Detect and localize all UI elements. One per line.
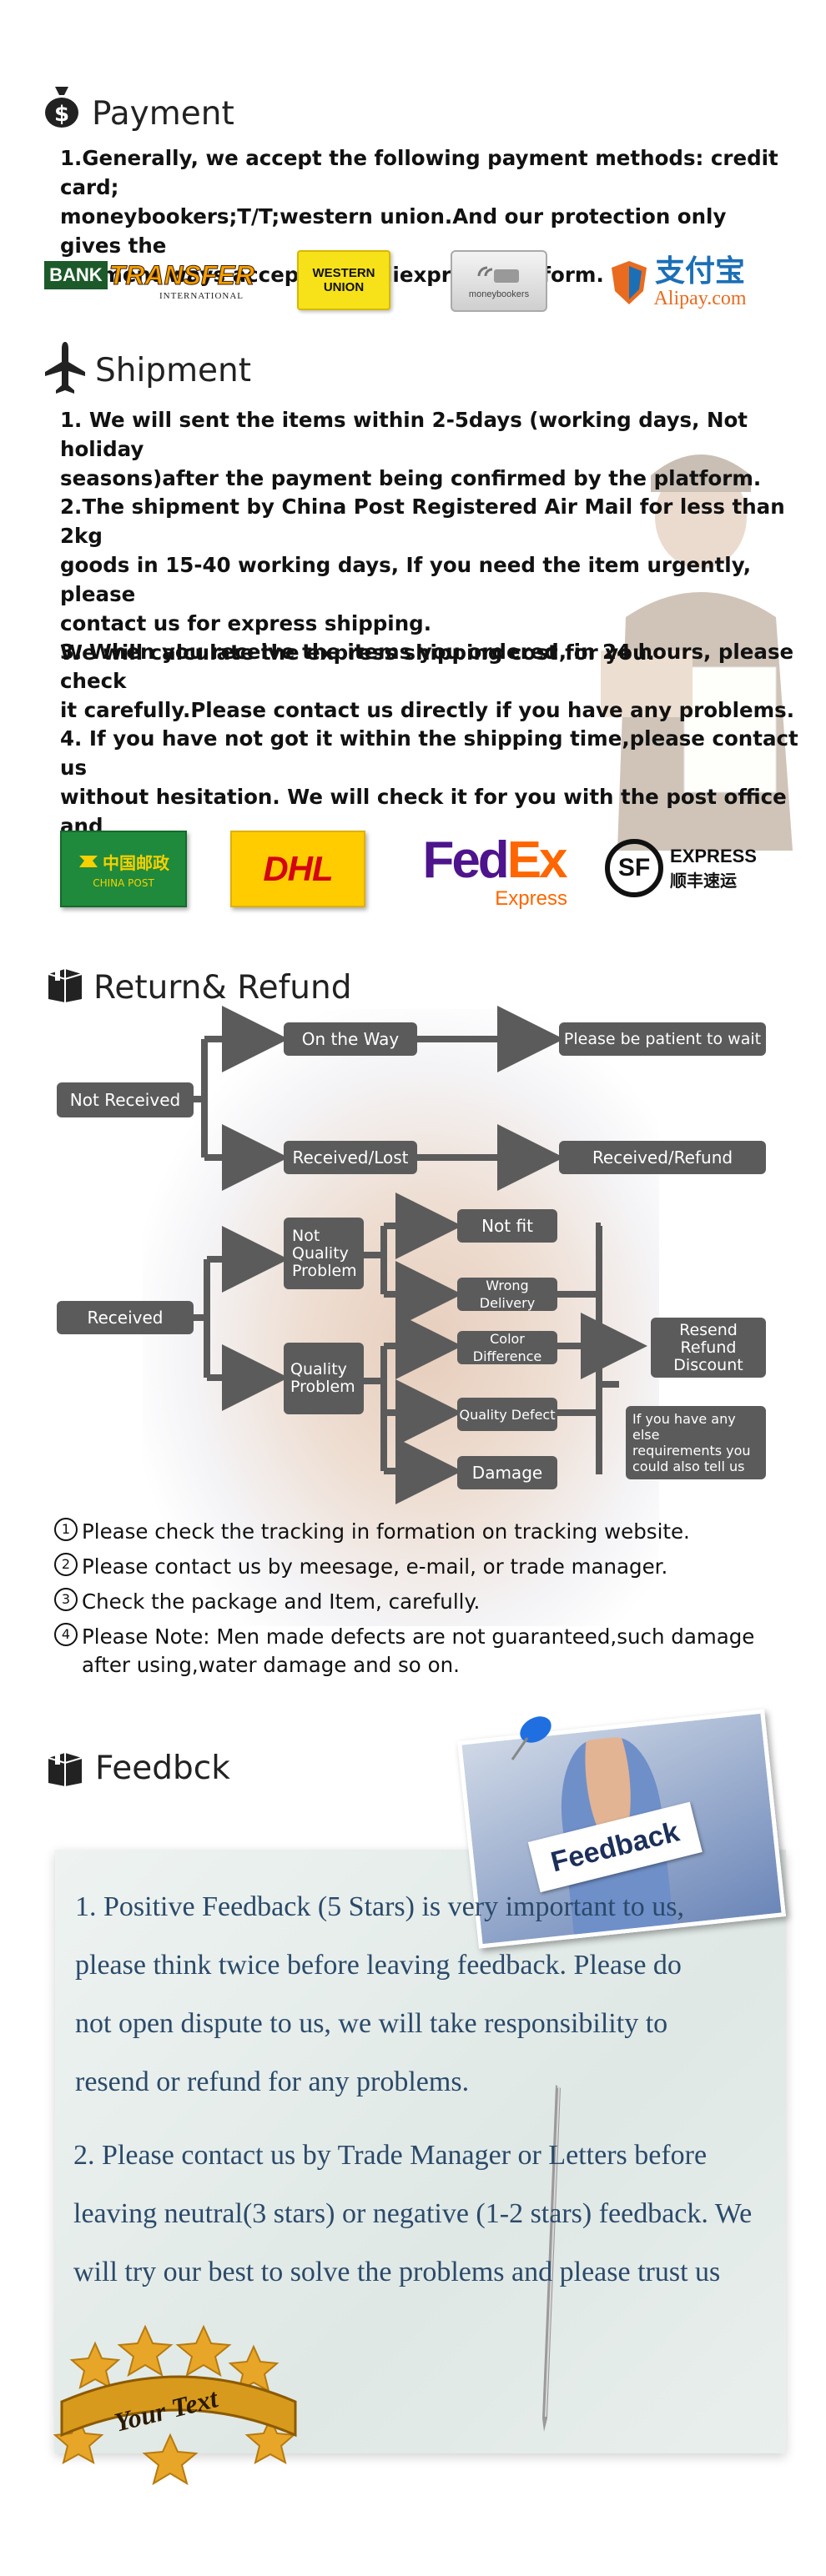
china-post-label-cn: 中国邮政 [103, 852, 169, 873]
airplane-icon [45, 342, 85, 394]
moneybookers-logo: moneybookers [451, 250, 547, 312]
refund-list-item-4: 4 Please Note: Men made defects are not … [50, 1623, 754, 1680]
alipay-label-cn: 支付宝 [654, 254, 745, 289]
box-icon [48, 1753, 83, 1786]
fedex-label-sub: Express [495, 887, 567, 910]
flow-color-difference: Color Difference [457, 1331, 557, 1364]
shipment-text-4: 4. If you have not got it within the shi… [60, 726, 798, 867]
alipay-label-en: Alipay.com [653, 287, 747, 309]
refund-list-text-1: Please check the tracking in formation o… [82, 1519, 690, 1544]
feedback-line-5: 2. Please contact us by Trade Manager or… [73, 2140, 708, 2171]
refund-list-item-2: 2 Please contact us by meesage, e-mail, … [50, 1553, 667, 1581]
feedback-card [55, 1850, 786, 2453]
feedback-line-4: resend or refund for any problems. [75, 2066, 470, 2097]
china-post-label-en: CHINA POST [93, 876, 154, 889]
sf-mark: SF [605, 839, 664, 897]
flow-on-the-way: On the Way [284, 1022, 417, 1056]
western-union-logo: WESTERN UNION [297, 250, 390, 310]
bank-transfer-label-b: TRANSFER [108, 259, 254, 290]
refund-list-item-3: 3 Check the package and Item, carefully. [50, 1588, 480, 1616]
refund-title: Return& Refund [93, 969, 352, 1007]
push-pin-icon [511, 1716, 552, 1760]
courier-photo [601, 454, 793, 851]
refund-list-text-4: Please Note: Men made defects are not gu… [82, 1624, 755, 1677]
refund-list-num-4: 4 [54, 1623, 78, 1646]
refund-list-num-3: 3 [54, 1588, 78, 1611]
flow-else-requirements: If you have any else requirements you co… [626, 1406, 766, 1479]
feedback-section: Feedbck Feedback 1. Positive Feedback (5… [0, 1701, 826, 2576]
refund-section: Return& Refund [0, 934, 826, 1701]
flow-received-refund: Received/Refund [559, 1141, 766, 1174]
sf-label-cn: 顺丰速运 [670, 870, 738, 891]
flow-not-fit: Not fit [457, 1209, 557, 1243]
bank-transfer-logo: BANK TRANSFER INTERNATIONAL [44, 255, 254, 305]
alipay-logo: 支付宝 Alipay.com [591, 249, 766, 317]
flow-quality-defect: Quality Defect [457, 1398, 557, 1431]
fedex-logo: FedEx Express [404, 831, 584, 914]
sf-express-logo: SF EXPRESS 顺丰速运 [597, 831, 764, 906]
refund-list-text-2: Please contact us by meesage, e-mail, or… [82, 1554, 668, 1579]
shipment-text-2: 2.The shipment by China Post Registered … [60, 495, 785, 665]
flow-wrong-delivery: Wrong Delivery [457, 1278, 557, 1311]
feedback-title: Feedbck [95, 1750, 230, 1787]
feedback-line-6: leaving neutral(3 stars) or negative (1-… [73, 2198, 753, 2229]
feedback-line-2: please think twice before leaving feedba… [75, 1950, 682, 1981]
fedex-label-b: Ex [506, 831, 568, 889]
china-post-logo: 中国邮政 CHINA POST [60, 831, 187, 907]
moneybookers-waves-icon [477, 266, 519, 283]
flow-damage: Damage [457, 1456, 557, 1489]
payment-title: Payment [92, 95, 234, 133]
flow-received-lost: Received/Lost [284, 1141, 417, 1174]
payment-section: $ Payment 1.Generally, we accept the fol… [0, 0, 826, 334]
flow-not-received: Not Received [57, 1082, 194, 1117]
refund-flow-lines [192, 1006, 647, 1504]
flow-not-quality-problem: Not Quality Problem [284, 1218, 364, 1289]
pen-icon [542, 2085, 561, 2432]
feedback-line-1: 1. Positive Feedback (5 Stars) is very i… [75, 1891, 684, 1922]
refund-list-text-3: Check the package and Item, carefully. [82, 1589, 481, 1614]
money-bag-icon: $ [45, 87, 78, 128]
moneybookers-label: moneybookers [468, 289, 530, 299]
flow-be-patient: Please be patient to wait [559, 1022, 766, 1056]
dhl-label: DHL [263, 849, 333, 888]
shipment-text-1: 1. We will sent the items within 2-5days… [60, 408, 762, 490]
western-union-label-b: UNION [323, 280, 365, 294]
refund-list-num-1: 1 [54, 1518, 78, 1541]
flow-quality-problem: Quality Problem [284, 1343, 364, 1414]
feedback-line-3: not open dispute to us, we will take res… [75, 2008, 668, 2039]
shipment-title: Shipment [95, 352, 252, 389]
svg-text:$: $ [54, 102, 69, 127]
bank-transfer-sub: INTERNATIONAL [159, 290, 244, 301]
alipay-shield-icon [612, 261, 647, 304]
refund-list-num-2: 2 [54, 1553, 78, 1576]
shipment-text-3: 3. When you receive the items you ordere… [60, 640, 795, 722]
feedback-line-7: will try our best to solve the problems … [73, 2257, 721, 2287]
gold-stars-badge [53, 2324, 297, 2485]
box-icon [48, 969, 83, 1002]
dhl-logo: DHL [230, 831, 365, 907]
shipment-section: Shipment 1. We will sent the items withi… [0, 334, 826, 934]
flow-received: Received [57, 1301, 194, 1334]
refund-list-item-1: 1 Please check the tracking in formation… [50, 1518, 690, 1546]
sf-label-en: EXPRESS [670, 845, 757, 866]
flow-resend-refund-discount: Resend Refund Discount [651, 1318, 766, 1378]
bank-transfer-label-a: BANK [44, 261, 108, 289]
fedex-label-a: Fed [422, 831, 509, 889]
sf-mark-label: SF [617, 854, 651, 881]
china-post-emblem-icon [79, 856, 98, 867]
western-union-label-a: WESTERN [312, 266, 375, 280]
